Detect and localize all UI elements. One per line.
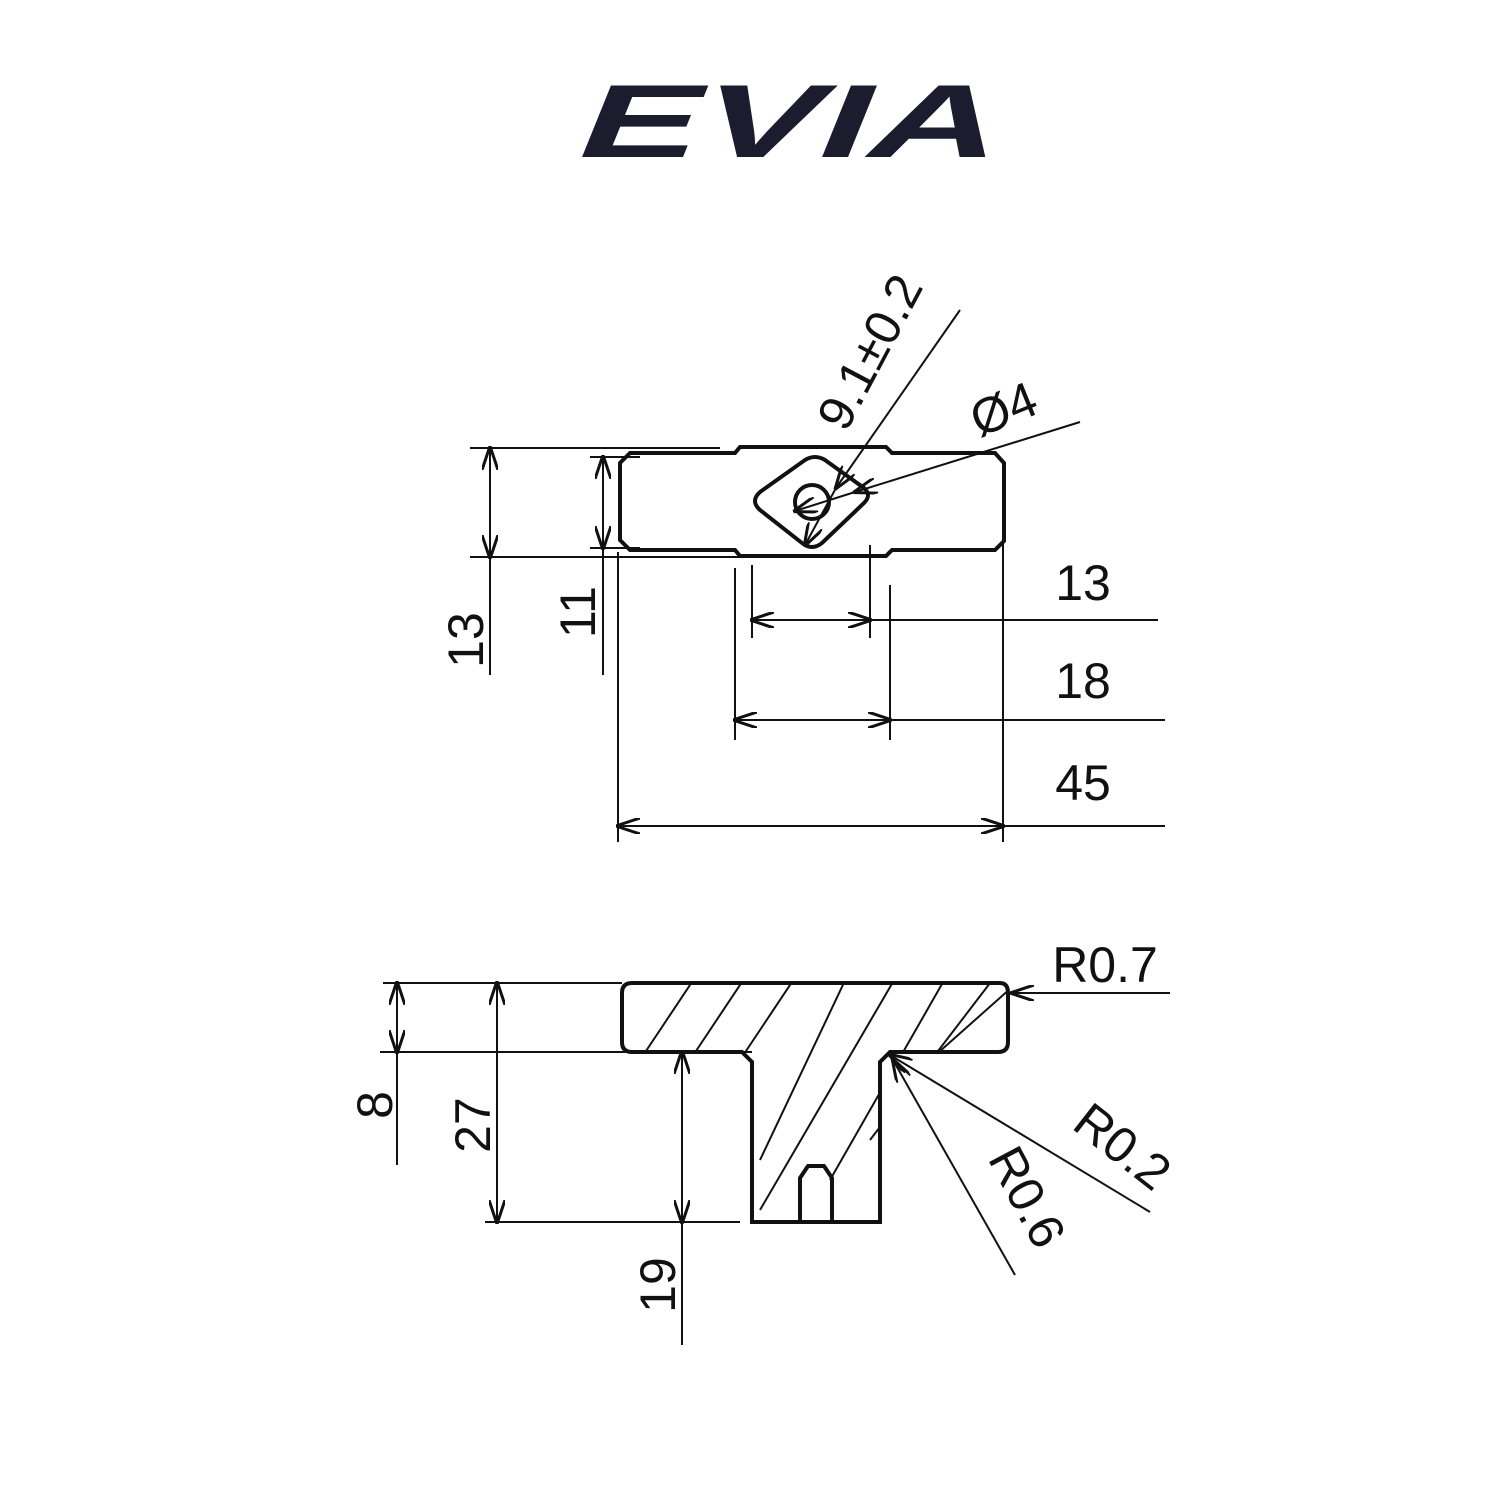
dim-stem-height: 19 (630, 1257, 686, 1313)
section-view: 8 27 19 R0.7 R0.2 R0.6 (347, 937, 1181, 1345)
plate-outline (618, 445, 1006, 558)
logo-text: EVIA (561, 63, 1028, 179)
top-view: 13 11 13 18 45 9.1±0.2 Ø4 (438, 265, 1165, 842)
dim-radius-fillet-a: R0.2 (1064, 1092, 1182, 1201)
pin (798, 1164, 834, 1222)
dim-width-hub-inner: 13 (1055, 555, 1111, 611)
dim-thickness: 8 (347, 1091, 403, 1119)
dim-diagonal: 9.1±0.2 (806, 265, 934, 438)
dim-width-total: 45 (1055, 755, 1111, 811)
evia-logo: EVIA (561, 63, 1028, 179)
dim-radius-fillet-b: R0.6 (977, 1137, 1076, 1257)
section-outline (620, 981, 1010, 1224)
dim-total-height: 27 (445, 1097, 501, 1153)
dim-height-outer: 13 (438, 612, 494, 668)
diamond-socket (753, 455, 870, 549)
dim-radius-top: R0.7 (1052, 937, 1158, 993)
dim-width-hub-outer: 18 (1055, 653, 1111, 709)
dim-height-inner: 11 (550, 586, 606, 638)
